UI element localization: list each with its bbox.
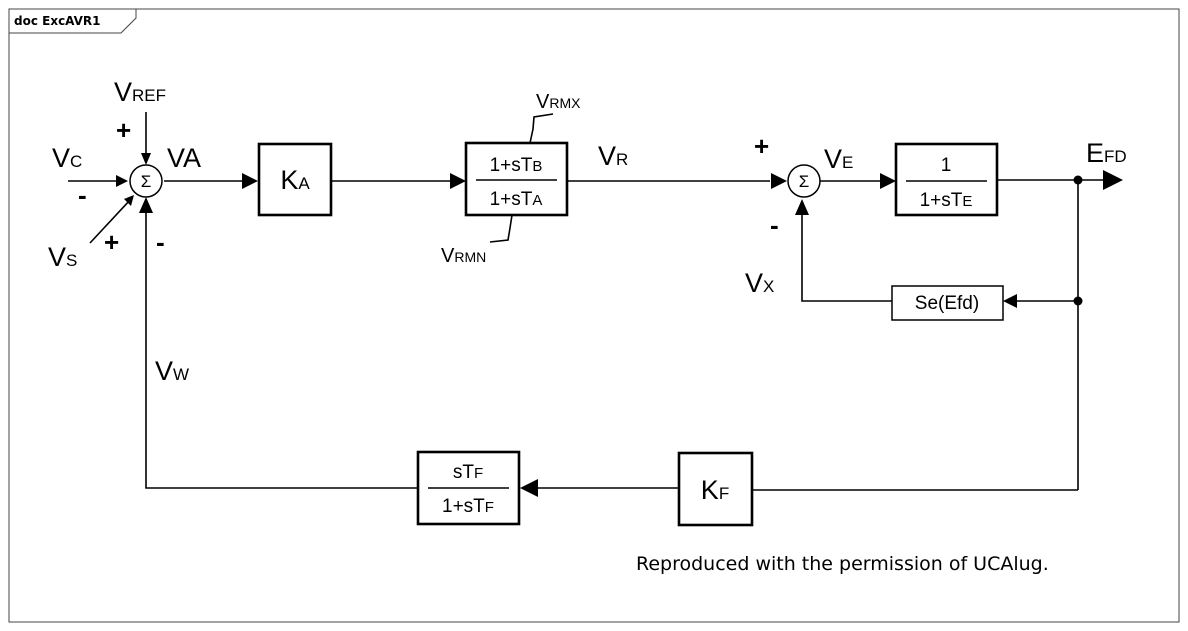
vref-arrowhead [141, 153, 151, 165]
vrmn-label: VRMN [441, 245, 486, 267]
exciter-block: 1 1+sTE [894, 142, 999, 217]
vr-plus-sign: + [754, 131, 769, 161]
saturation-block: Se(Efd) [891, 285, 1004, 321]
kf-output-arrowhead [520, 479, 538, 497]
ka-output-arrowhead [450, 173, 466, 189]
vc-label: VC [52, 143, 82, 173]
vw-label: VW [155, 356, 189, 386]
vx-label: VX [745, 268, 774, 298]
summing-junction-2: Σ [787, 164, 821, 198]
vx-minus-sign: - [770, 210, 779, 240]
ve-arrowhead [880, 173, 896, 189]
va-arrowhead [242, 173, 258, 189]
sum-1-symbol: Σ [141, 172, 152, 191]
feedback-numerator: sTF [453, 462, 483, 483]
vrmn-limit-line [489, 214, 513, 243]
permission-credit: Reproduced with the permission of UCAlug… [636, 553, 1049, 575]
feedback-denominator: 1+sTF [442, 496, 494, 517]
frame-title: doc ExcAVR1 [14, 14, 101, 28]
exciter-numerator: 1 [941, 155, 952, 176]
vs-input-wire [89, 198, 132, 244]
vx-arrowhead [795, 199, 809, 215]
vc-minus-sign: - [78, 180, 87, 210]
vx-wire [801, 214, 892, 302]
vs-label: VS [48, 242, 77, 272]
vw-minus-sign: - [156, 227, 165, 257]
efd-label: EFD [1086, 138, 1127, 168]
vc-arrowhead [116, 175, 128, 187]
vref-label: VREF [114, 77, 166, 107]
saturation-label: Se(Efd) [915, 293, 979, 314]
vrmx-label: VRMX [536, 91, 581, 113]
sum-2-symbol: Σ [799, 172, 810, 191]
lead-lag-block: 1+sTB 1+sTA [464, 141, 569, 217]
vs-plus-sign: + [104, 227, 119, 257]
vrmx-limit-line [529, 113, 554, 144]
feedback-block: sTF 1+sTF [416, 450, 521, 526]
efd-arrowhead [1103, 170, 1123, 190]
ka-label: KA [280, 165, 310, 195]
va-label: VA [167, 143, 201, 173]
vs-arrowhead [124, 195, 134, 206]
vref-plus-sign: + [116, 115, 131, 145]
frame-title-tab [9, 9, 137, 34]
summing-junction-1: Σ [129, 164, 163, 198]
vr-arrowhead [771, 173, 787, 189]
saturation-input-arrowhead [1003, 294, 1017, 308]
lead-lag-numerator: 1+sTB [490, 155, 543, 176]
ve-label: VE [824, 144, 853, 174]
vw-arrowhead [139, 197, 153, 213]
vw-wire [145, 213, 418, 489]
ka-gain-block: KA [257, 142, 333, 217]
frame-border [8, 8, 1180, 623]
kf-gain-block: KF [677, 451, 754, 527]
lead-lag-denominator: 1+sTA [490, 189, 543, 210]
vr-label: VR [598, 141, 628, 171]
exciter-denominator: 1+sTE [920, 190, 973, 211]
kf-label: KF [701, 475, 729, 505]
